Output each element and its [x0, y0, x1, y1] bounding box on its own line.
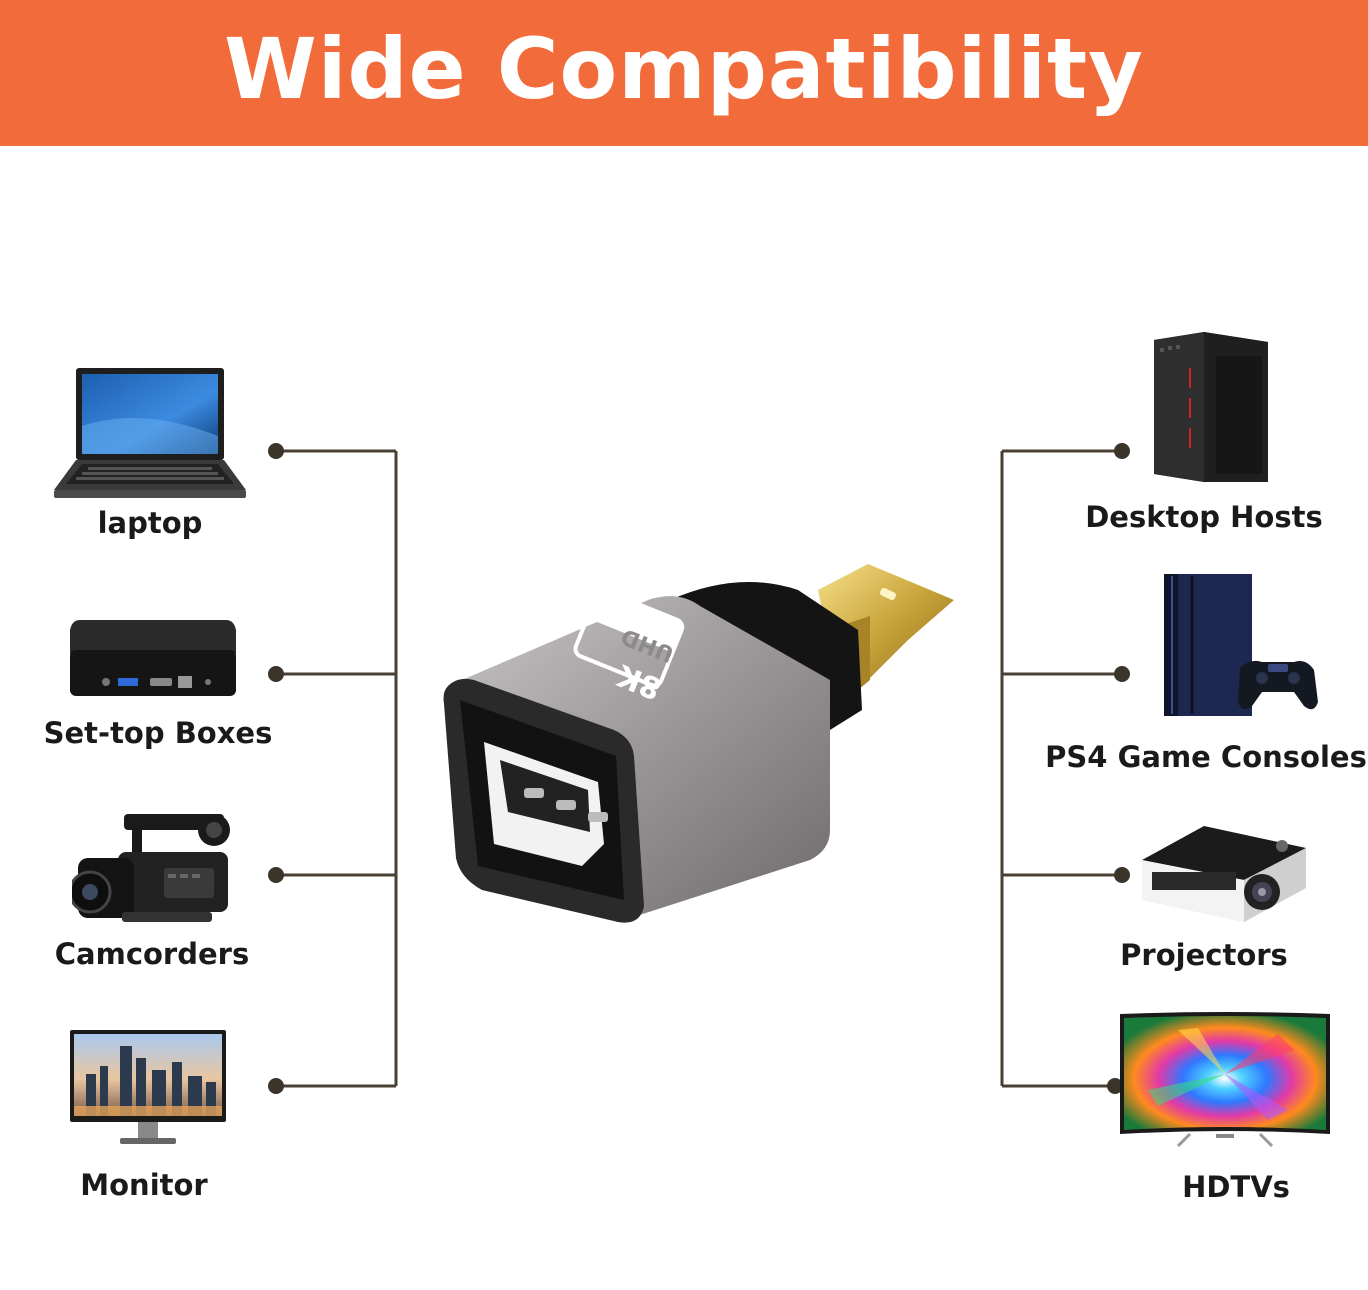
page-title: Wide Compatibility: [224, 20, 1144, 118]
device-label-camcorders: Camcorders: [54, 937, 250, 971]
adapter-product-image: 8K UHD: [438, 560, 958, 940]
laptop-icon: [52, 366, 248, 500]
device-label-set-top-boxes: Set-top Boxes: [43, 716, 273, 750]
device-label-monitor: Monitor: [80, 1168, 208, 1202]
title-banner: Wide Compatibility: [0, 0, 1368, 146]
device-label-hdtvs: HDTVs: [1182, 1170, 1290, 1204]
hdtv-icon: [1118, 1010, 1332, 1148]
monitor-icon: [68, 1028, 228, 1150]
desktop-tower-icon: [1148, 328, 1272, 486]
device-label-projectors: Projectors: [1120, 938, 1288, 972]
projector-icon: [1138, 818, 1310, 928]
device-label-ps4-game-consoles: PS4 Game Consoles: [1045, 740, 1367, 774]
game-console-icon: [1158, 568, 1318, 720]
set-top-box-icon: [66, 614, 240, 698]
camcorder-icon: [72, 812, 236, 930]
device-label-desktop-hosts: Desktop Hosts: [1085, 500, 1323, 534]
device-label-laptop: laptop: [97, 506, 203, 540]
